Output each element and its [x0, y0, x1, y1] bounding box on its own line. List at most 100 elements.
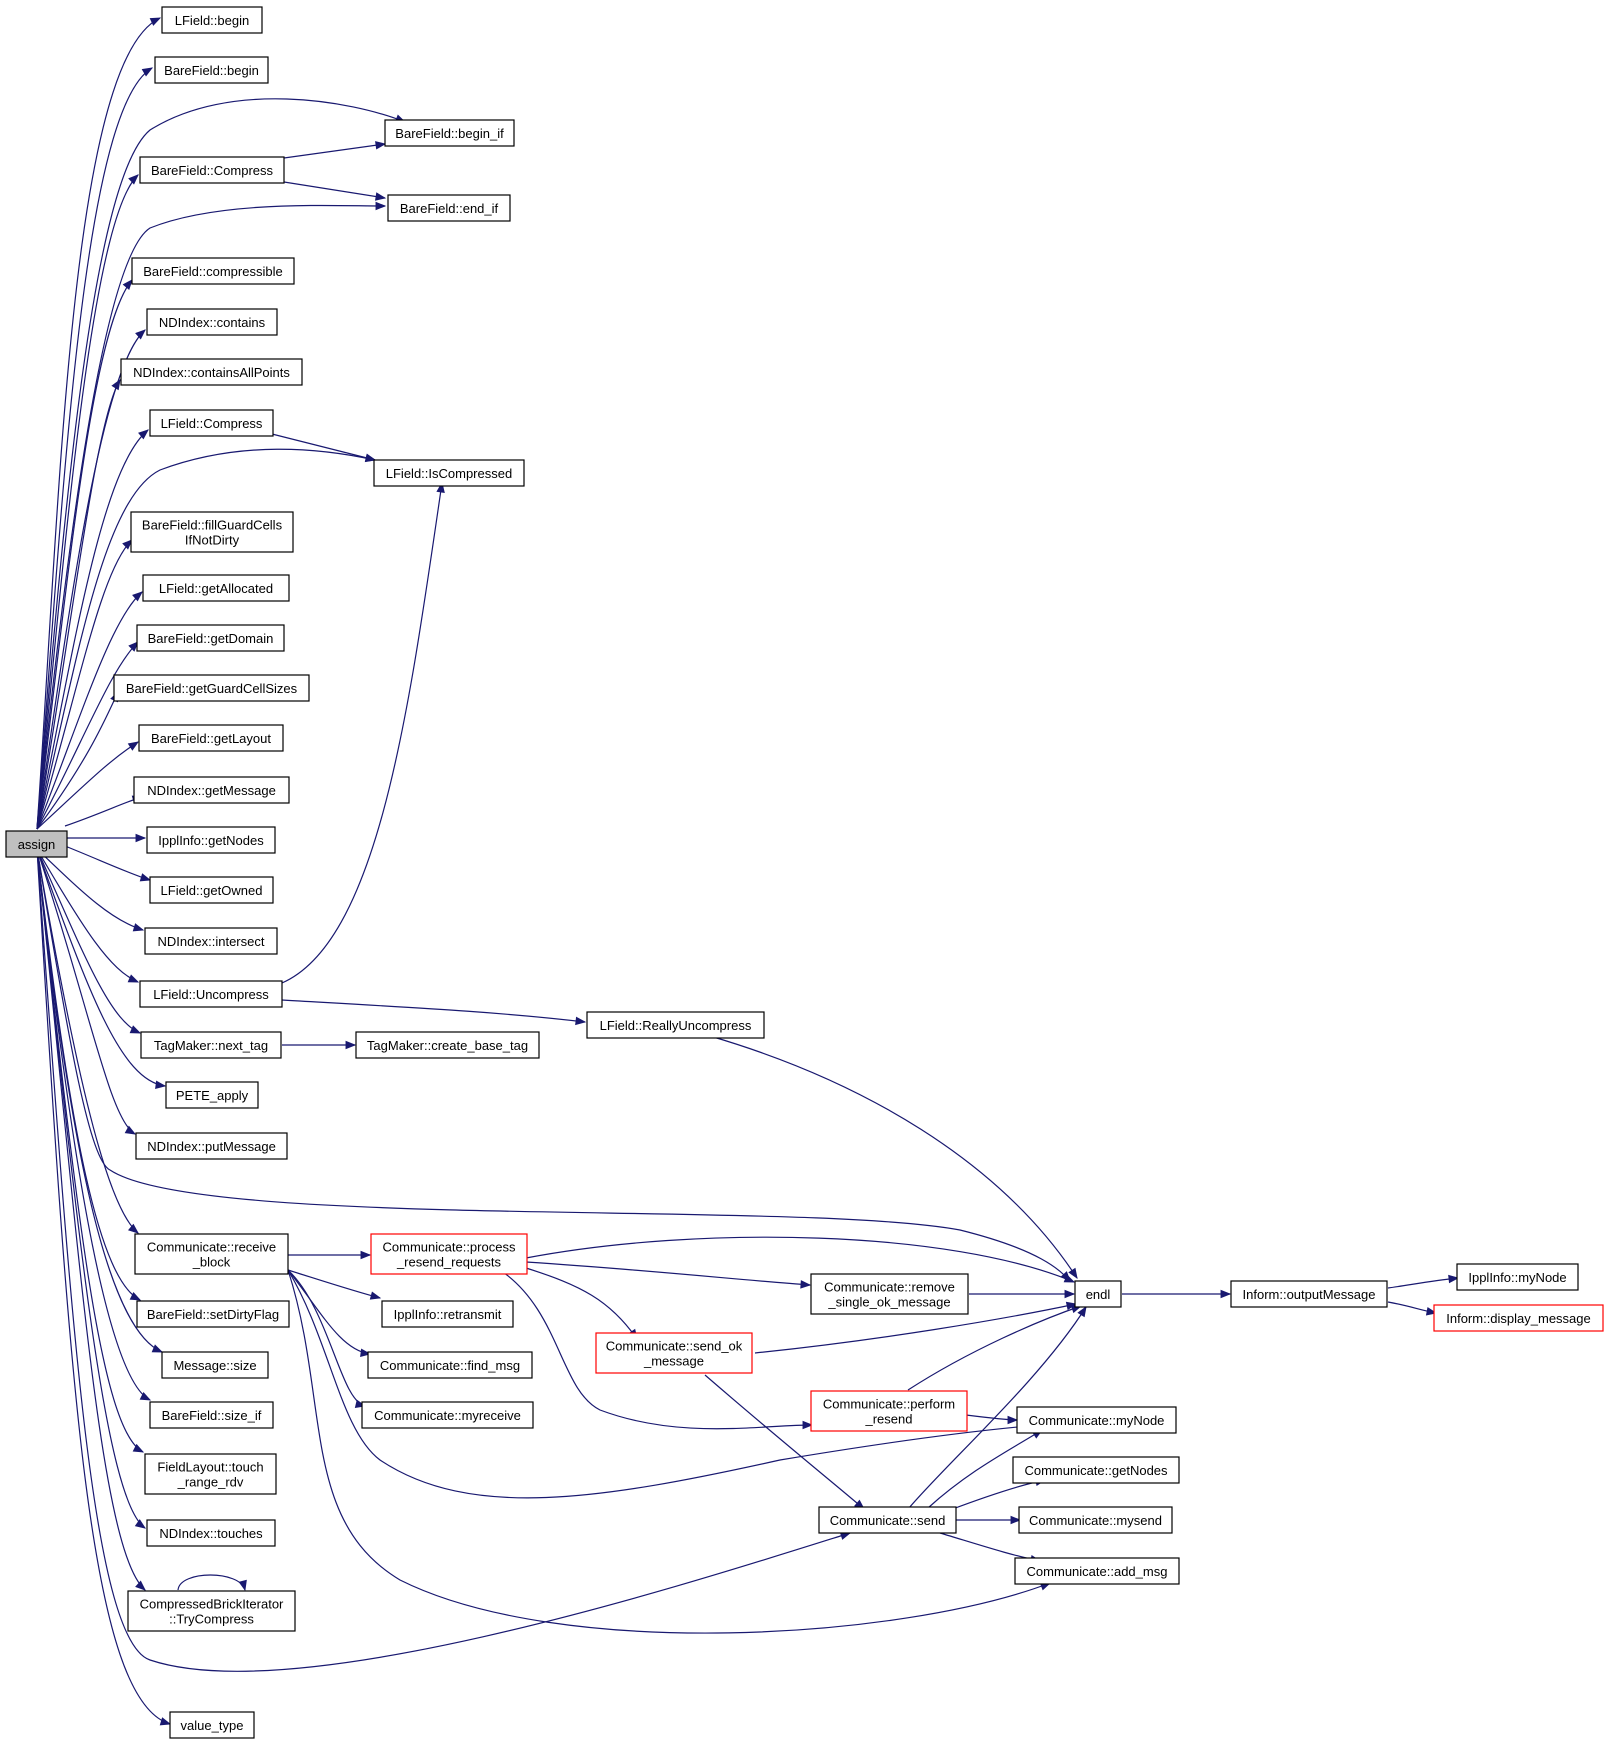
node-ndindex-putmessage[interactable]: NDIndex::putMessage	[135, 1132, 288, 1160]
node-box	[1433, 1304, 1604, 1332]
node-box	[1230, 1280, 1388, 1308]
node-box	[136, 1300, 290, 1328]
node-barefield-end-if[interactable]: BareField::end_if	[387, 194, 511, 222]
edge-receive-block-comm-mynode	[287, 1269, 1042, 1499]
node-box	[142, 574, 290, 602]
node-comm-perform-resend[interactable]: Communicate::perform_resend	[810, 1390, 968, 1432]
edge-assign-barefield-getlayout	[36, 741, 140, 830]
node-inform-display-message[interactable]: Inform::display_message	[1433, 1304, 1604, 1332]
node-barefield-getlayout[interactable]: BareField::getLayout	[138, 724, 284, 752]
edge-receive-block-add-msg	[287, 1269, 1052, 1634]
node-ndindex-contains[interactable]: NDIndex::contains	[146, 308, 278, 336]
node-lfield-getallocated[interactable]: LField::getAllocated	[142, 574, 290, 602]
node-label: Communicate::add_msg	[1027, 1564, 1168, 1579]
node-pete-apply[interactable]: PETE_apply	[165, 1081, 259, 1109]
node-label: IpplInfo::getNodes	[158, 833, 264, 848]
node-barefield-getdomain[interactable]: BareField::getDomain	[136, 624, 285, 652]
node-box	[370, 1233, 528, 1275]
node-box	[144, 1453, 277, 1495]
node-comm-receive-block[interactable]: Communicate::receive_block	[134, 1233, 289, 1275]
edge-assign-pete-apply	[36, 848, 167, 1089]
node-box	[144, 927, 278, 955]
node-ndindex-containsallpoints[interactable]: NDIndex::containsAllPoints	[120, 358, 303, 386]
node-barefield-begin[interactable]: BareField::begin	[154, 56, 269, 84]
edge-send-endl	[908, 1305, 1087, 1509]
node-box	[1456, 1263, 1579, 1291]
node-barefield-compress[interactable]: BareField::Compress	[139, 156, 285, 184]
edge-assign-barefield-getguardcellsizes	[36, 690, 119, 830]
node-tagmaker-create-base-tag[interactable]: TagMaker::create_base_tag	[355, 1031, 540, 1059]
node-lfield-compress[interactable]: LField::Compress	[149, 409, 274, 437]
node-lfield-uncompress[interactable]: LField::Uncompress	[139, 980, 283, 1008]
node-box	[113, 674, 310, 702]
node-comm-process-resend[interactable]: Communicate::process_resend_requests	[370, 1233, 528, 1275]
node-label: BareField::fillGuardCells	[142, 518, 283, 533]
node-label: TagMaker::next_tag	[154, 1038, 268, 1053]
node-label: IpplInfo::myNode	[1468, 1270, 1566, 1285]
edge-lfield-uncompress-iscompressed	[281, 481, 445, 984]
edge-assign-barefield-getdomain	[36, 641, 139, 830]
node-comm-send[interactable]: Communicate::send	[818, 1506, 957, 1534]
node-tagmaker-next-tag[interactable]: TagMaker::next_tag	[140, 1031, 282, 1059]
node-inform-outputmessage[interactable]: Inform::outputMessage	[1230, 1280, 1388, 1308]
node-lfield-iscompressed[interactable]: LField::IsCompressed	[373, 459, 525, 487]
node-box	[1074, 1280, 1122, 1308]
node-comm-getnodes[interactable]: Communicate::getNodes	[1012, 1456, 1180, 1484]
edge-receive-block-find-msg	[287, 1269, 372, 1357]
node-box	[146, 826, 276, 854]
node-assign[interactable]: assign	[5, 830, 68, 858]
edge-assign-value-type	[36, 848, 172, 1726]
node-label: BareField::Compress	[151, 163, 274, 178]
node-comm-remove-single-ok[interactable]: Communicate::remove_single_ok_message	[810, 1273, 969, 1315]
node-label: BareField::begin	[164, 63, 259, 78]
node-endl[interactable]: endl	[1074, 1280, 1122, 1308]
node-ipplinfo-retransmit[interactable]: IpplInfo::retransmit	[381, 1300, 514, 1328]
node-ndindex-intersect[interactable]: NDIndex::intersect	[144, 927, 278, 955]
edge-assign-comm-receive-block	[36, 848, 139, 1234]
node-comm-myreceive[interactable]: Communicate::myreceive	[361, 1401, 534, 1429]
node-comm-send-ok-message[interactable]: Communicate::send_ok_message	[595, 1332, 753, 1374]
node-label: NDIndex::containsAllPoints	[133, 365, 290, 380]
node-label: Communicate::process	[383, 1240, 516, 1255]
node-comm-add-msg[interactable]: Communicate::add_msg	[1014, 1557, 1180, 1585]
node-label: _single_ok_message	[827, 1295, 950, 1310]
node-value-type[interactable]: value_type	[169, 1711, 255, 1739]
call-edges	[36, 17, 1460, 1726]
node-box	[818, 1506, 957, 1534]
edge-assign-barefield-compress	[36, 174, 139, 830]
node-comm-mysend[interactable]: Communicate::mysend	[1018, 1506, 1173, 1534]
node-ipplinfo-mynode[interactable]: IpplInfo::myNode	[1456, 1263, 1579, 1291]
node-label: BareField::begin_if	[395, 126, 504, 141]
node-lfield-getowned[interactable]: LField::getOwned	[149, 876, 274, 904]
node-box	[138, 724, 284, 752]
node-barefield-compressible[interactable]: BareField::compressible	[131, 257, 295, 285]
node-lfield-reallyuncompress[interactable]: LField::ReallyUncompress	[586, 1011, 765, 1039]
node-message-size[interactable]: Message::size	[161, 1351, 269, 1379]
node-cbi-trycompress[interactable]: CompressedBrickIterator::TryCompress	[127, 1590, 296, 1632]
node-barefield-size-if[interactable]: BareField::size_if	[149, 1401, 274, 1429]
node-lfield-begin[interactable]: LField::begin	[161, 6, 263, 34]
edge-send-getnodes	[949, 1477, 1047, 1511]
node-ndindex-getmessage[interactable]: NDIndex::getMessage	[133, 776, 290, 804]
node-label: Communicate::send_ok	[606, 1339, 743, 1354]
node-label: Communicate::getNodes	[1024, 1463, 1168, 1478]
node-barefield-getguardcellsizes[interactable]: BareField::getGuardCellSizes	[113, 674, 310, 702]
node-label: BareField::getLayout	[151, 731, 271, 746]
edge-receive-block-myreceive	[287, 1269, 367, 1408]
node-barefield-begin-if[interactable]: BareField::begin_if	[384, 119, 515, 147]
node-box	[139, 980, 283, 1008]
node-barefield-setdirtyflag[interactable]: BareField::setDirtyFlag	[136, 1300, 290, 1328]
node-label: LField::begin	[175, 13, 249, 28]
edge-assign-ndindex-getmessage	[64, 795, 144, 827]
node-ndindex-touches[interactable]: NDIndex::touches	[146, 1519, 276, 1547]
edge-assign-barefield-compressible	[36, 279, 133, 830]
node-comm-find-msg[interactable]: Communicate::find_msg	[367, 1351, 533, 1379]
node-fieldlayout-touch-range-rdv[interactable]: FieldLayout::touch_range_rdv	[144, 1453, 277, 1495]
node-box	[136, 624, 285, 652]
node-comm-mynode[interactable]: Communicate::myNode	[1016, 1406, 1177, 1434]
node-box	[146, 1519, 276, 1547]
node-ipplinfo-getnodes[interactable]: IpplInfo::getNodes	[146, 826, 276, 854]
node-label: _resend	[865, 1412, 913, 1427]
